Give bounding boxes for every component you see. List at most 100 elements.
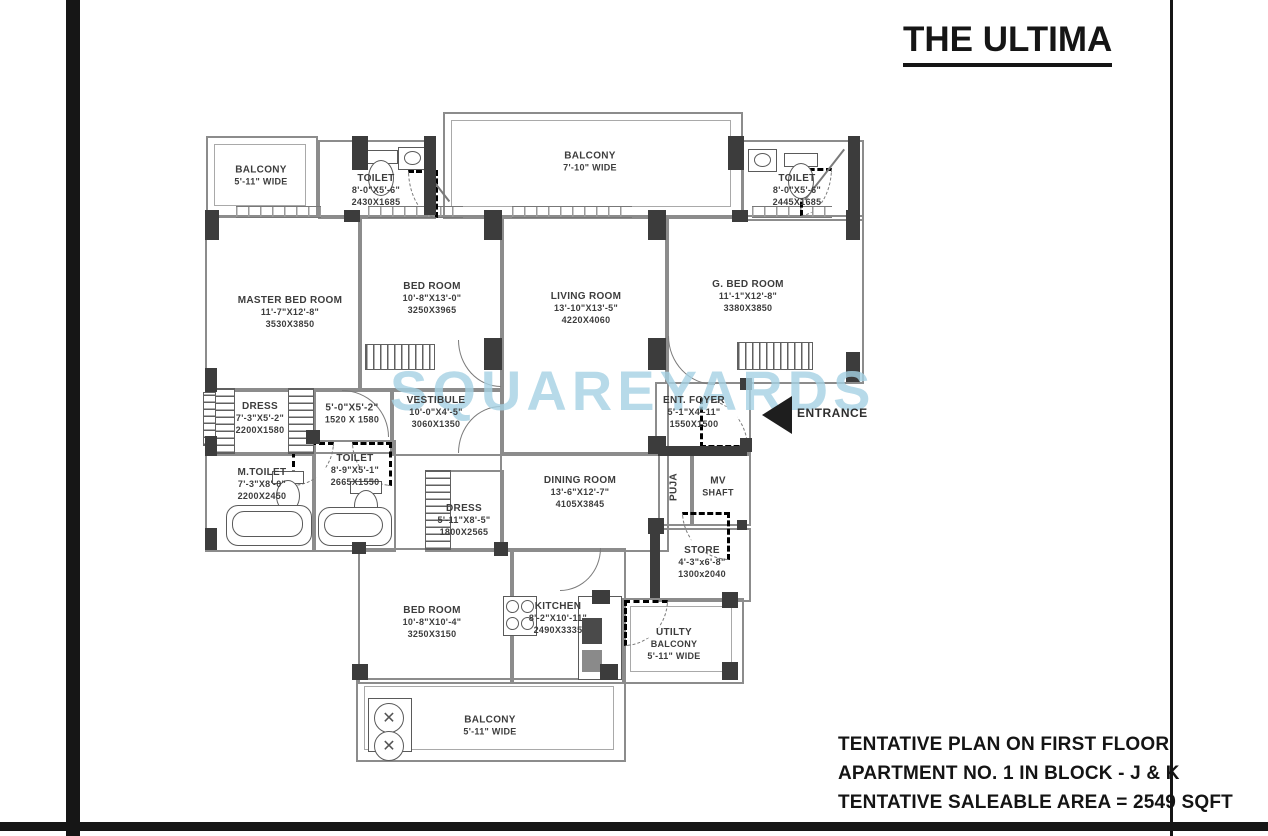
room-label-line: 2200X1580	[235, 424, 285, 435]
room-label-line: PUJA	[668, 473, 680, 501]
room-label-line: VESTIBULE	[406, 394, 466, 406]
frame-border-bottom	[0, 822, 1268, 831]
wall-pier	[600, 664, 618, 680]
wall-pier	[846, 210, 860, 240]
room-utility_balcony	[622, 598, 744, 684]
room-label-line: BALCONY	[650, 638, 698, 649]
room-label-line: 3380X3850	[723, 302, 773, 313]
room-label-line: 13'-10"X13'-5"	[553, 302, 619, 313]
wardrobe-icon	[288, 388, 314, 454]
wall-pier	[484, 338, 502, 370]
footer-line-2: APARTMENT NO. 1 IN BLOCK - J & K	[838, 763, 1180, 784]
room-vestibule	[390, 388, 504, 456]
room-label-line: 3530X3850	[265, 318, 315, 329]
room-label-line: 5'-11" WIDE	[647, 650, 701, 661]
room-label-line: 4220X4060	[561, 314, 611, 325]
room-label-line: 1300x2040	[678, 568, 726, 579]
room-label-line: 1550X1500	[669, 418, 719, 429]
room-label-line: STORE	[684, 544, 720, 556]
kitchen-sink-icon	[582, 618, 602, 644]
room-label-line: BALCONY	[564, 150, 616, 162]
entrance-arrow-icon	[762, 396, 792, 434]
wardrobe-icon	[203, 392, 216, 446]
room-label-line: TOILET	[778, 172, 816, 184]
room-label-line: 3250X3150	[407, 628, 457, 639]
stove-burner-icon	[521, 600, 534, 613]
room-balcony_bottom	[356, 678, 626, 762]
room-label-line: 2445X1685	[772, 196, 822, 207]
wall-pier	[352, 136, 368, 170]
room-label-line: 8'-0"X5'-6"	[772, 184, 822, 195]
wardrobe-icon	[365, 344, 435, 370]
wall-pier	[648, 210, 666, 240]
room-label-line: 5'-11" WIDE	[463, 726, 517, 737]
frame-border-right	[1170, 0, 1173, 836]
wall-pier	[722, 662, 738, 680]
room-label-line: 5'-11"X8'-5"	[437, 514, 491, 525]
stove-burner-icon	[521, 617, 534, 630]
wall-pier	[722, 592, 738, 608]
room-toilet_top_right	[742, 140, 864, 221]
room-label-line: 2200X2450	[237, 490, 287, 501]
room-label-line: 10'-8"X13'-0"	[402, 292, 462, 303]
wall-pier	[352, 542, 366, 554]
room-label-line: BALCONY	[464, 714, 516, 726]
wardrobe-icon	[425, 470, 451, 550]
room-label-line: 10'-0"X4'-5"	[409, 406, 463, 417]
wash-basin-icon: ✕	[374, 731, 404, 761]
window-icon	[368, 206, 463, 218]
room-label-line: TOILET	[336, 452, 374, 464]
wall-pier	[344, 210, 360, 222]
room-label-line: 13'-6"X12'-7"	[550, 486, 610, 497]
wall-pier	[592, 590, 610, 604]
wall-pier	[205, 528, 217, 550]
room-label-line: 4'-3"x6'-8"	[678, 556, 726, 567]
sink-basin-icon	[404, 151, 421, 165]
wall-pier	[848, 136, 860, 217]
wall-pier	[728, 136, 744, 170]
wall-pier	[205, 436, 217, 456]
room-balcony_bottom-inner	[364, 686, 614, 750]
bathtub-inner-icon	[324, 513, 383, 537]
sink-basin-icon	[754, 153, 771, 167]
wall-pier	[424, 136, 436, 215]
wall-pier	[740, 378, 752, 390]
room-label-line: 11'-7"X12'-8"	[260, 306, 320, 317]
wall-pier	[494, 542, 508, 556]
kitchen-appliance-icon	[582, 650, 602, 672]
room-label-line: 7'-3"X8'-0"	[237, 478, 287, 489]
wash-basin-icon: ✕	[374, 703, 404, 733]
frame-border-left	[66, 0, 80, 836]
room-label-line: ENT. FOYER	[663, 394, 725, 406]
room-label-line: MV	[710, 475, 726, 487]
stove-burner-icon	[506, 617, 519, 630]
window-icon	[236, 206, 321, 218]
wall-pier	[648, 338, 666, 370]
room-label-line: 10'-8"X10'-4"	[402, 616, 462, 627]
room-label-line: BED ROOM	[403, 280, 461, 292]
room-label-line: M.TOILET	[237, 466, 287, 478]
footer-line-1: TENTATIVE PLAN ON FIRST FLOOR	[838, 734, 1170, 755]
room-label-line: 5'-1"X4'-11"	[667, 406, 721, 417]
entrance-label: ENTRANCE	[797, 406, 868, 420]
room-label-line: 7'-3"X5'-2"	[235, 412, 285, 423]
room-label-line: 1800X2565	[439, 526, 489, 537]
room-balcony_top_left-inner	[214, 144, 306, 206]
room-label-puja: PUJA	[668, 473, 681, 501]
room-label-line: 2490X3335	[533, 624, 583, 635]
wall-pier	[306, 430, 320, 444]
room-label-line: LIVING ROOM	[550, 290, 622, 302]
room-label-line: 8'-2"X10'-11"	[528, 612, 588, 623]
wall-pier	[846, 352, 860, 382]
room-label-line: BED ROOM	[403, 604, 461, 616]
